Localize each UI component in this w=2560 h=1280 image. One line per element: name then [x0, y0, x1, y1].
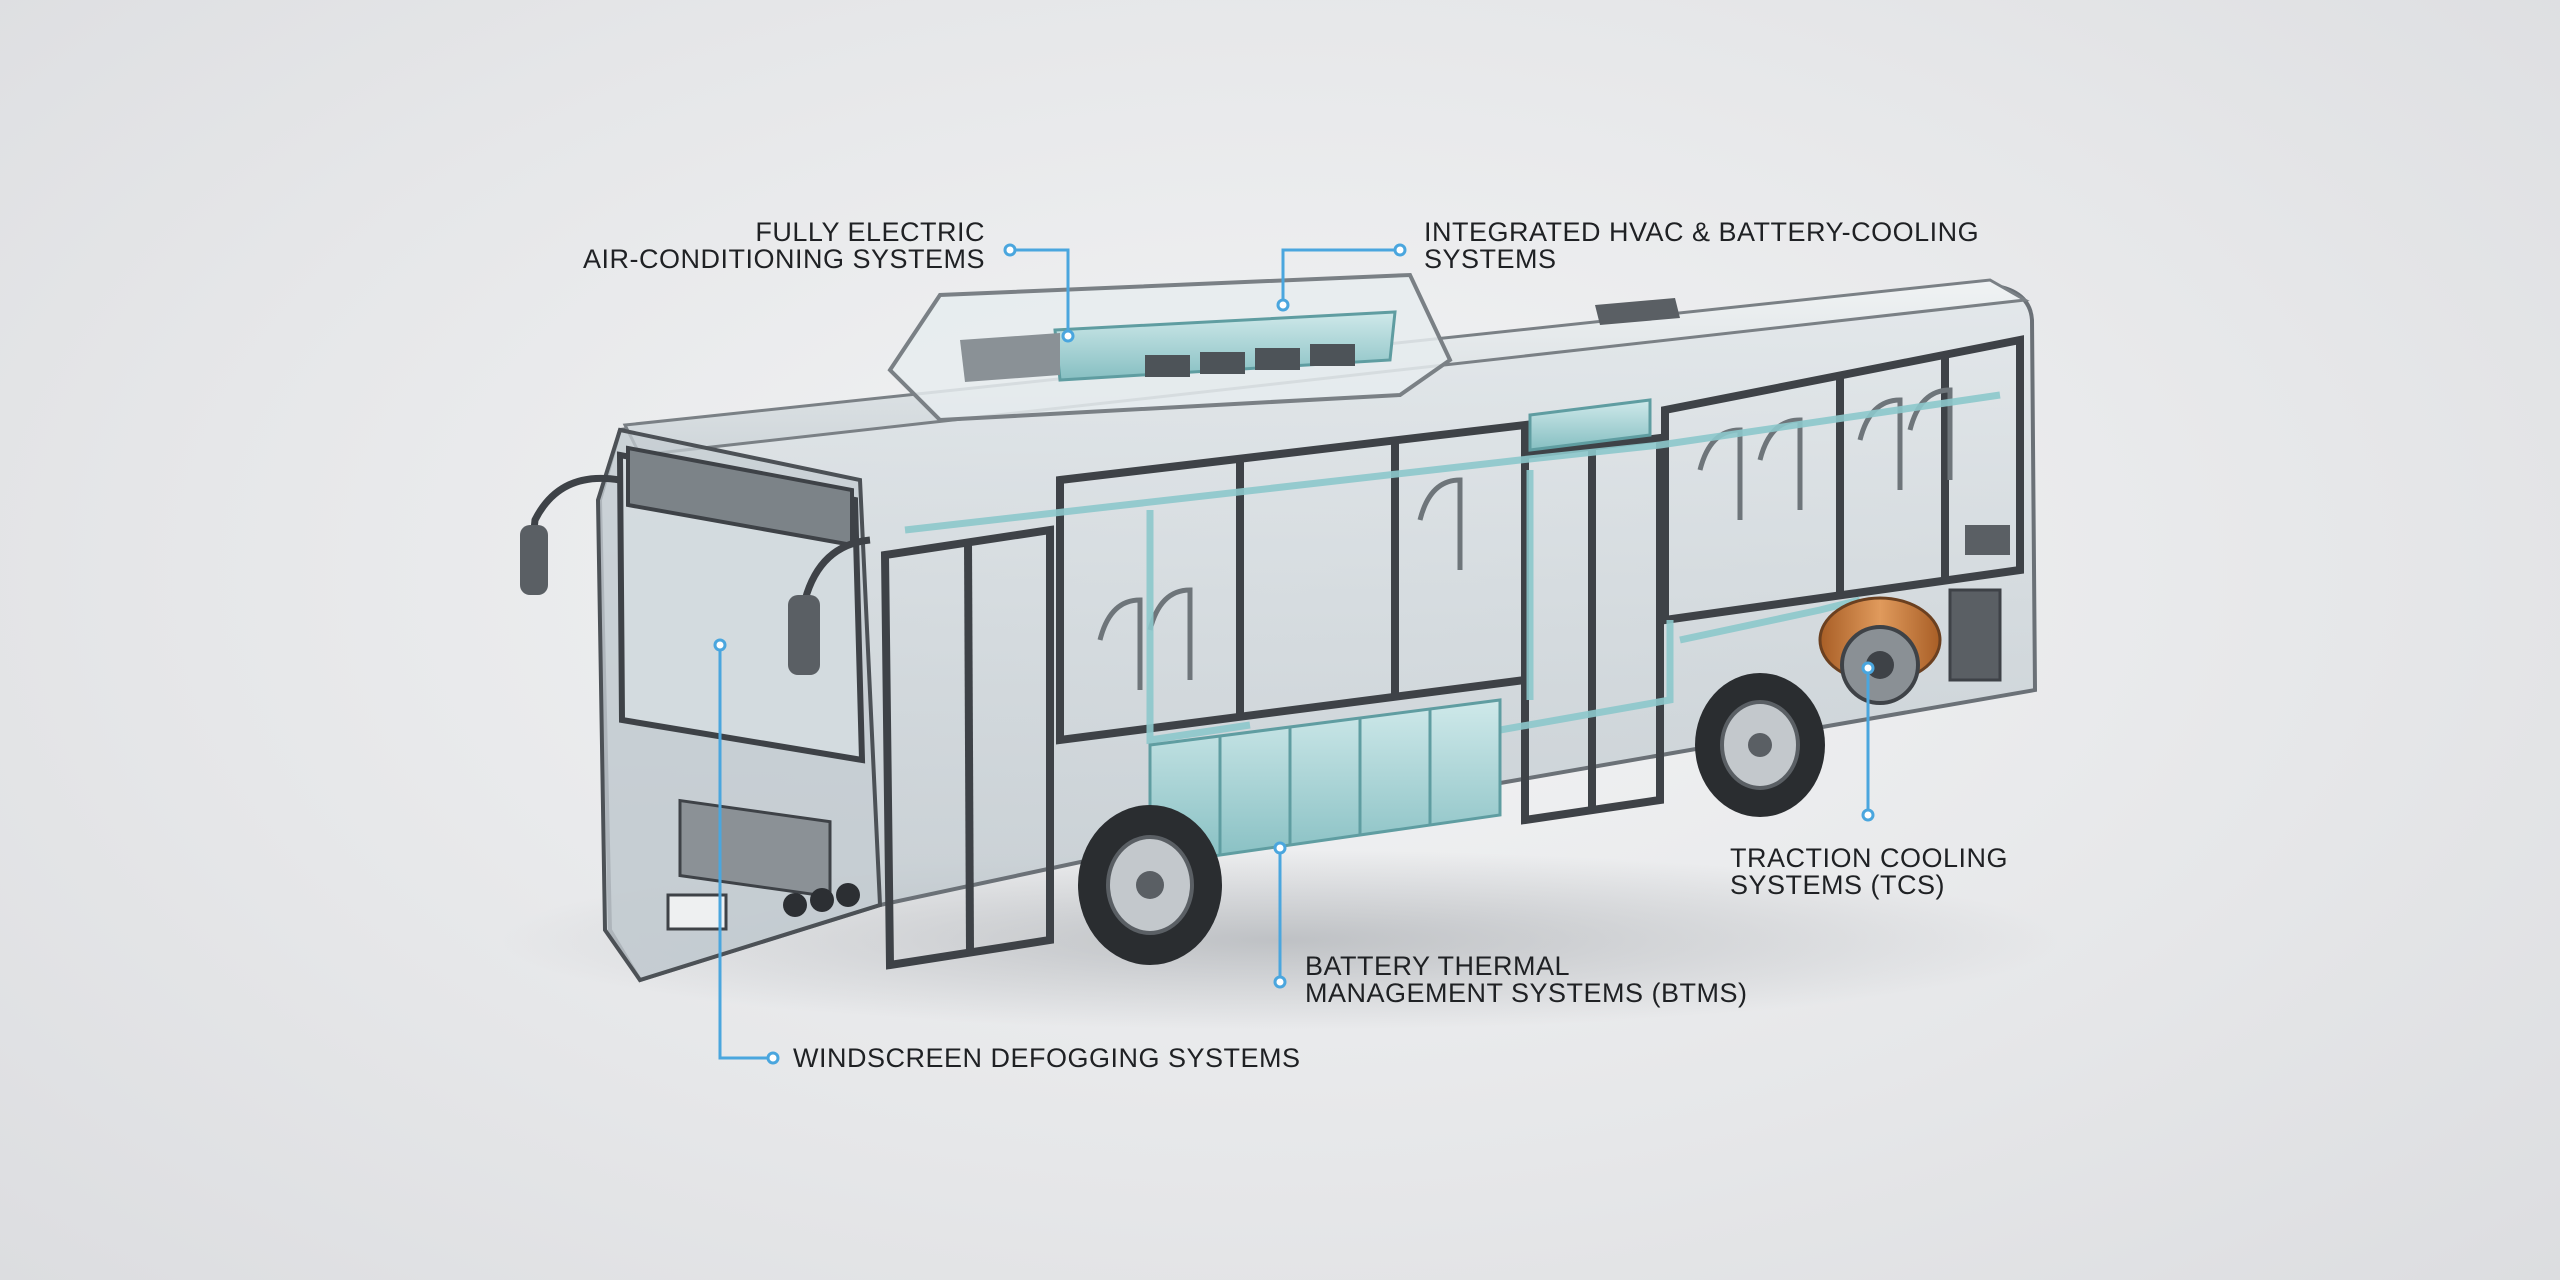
callout-line-integrated-hvac — [1281, 248, 1400, 305]
front-grille — [678, 798, 832, 899]
callout-dot — [766, 1051, 780, 1065]
rear-wheel — [1695, 673, 1825, 817]
callout-dot — [1393, 243, 1407, 257]
callout-lines — [718, 248, 1870, 1060]
label-windscreen-defogging: WINDSCREEN DEFOGGING SYSTEMS — [793, 1045, 1301, 1072]
rear-vent — [1948, 588, 2002, 682]
label-line: AIR-CONDITIONING SYSTEMS — [582, 244, 985, 274]
label-line: TRACTION COOLING — [1730, 843, 2009, 873]
label-line: WINDSCREEN DEFOGGING SYSTEMS — [793, 1043, 1301, 1073]
label-line: SYSTEMS (TCS) — [1730, 870, 1946, 900]
label-integrated-hvac: INTEGRATED HVAC & BATTERY-COOLING SYSTEM… — [1424, 219, 1979, 273]
callout-line-fully-electric-ac — [1010, 248, 1070, 336]
front-door — [880, 525, 1054, 970]
label-traction-cooling: TRACTION COOLING SYSTEMS (TCS) — [1730, 845, 2008, 899]
callout-dot — [1061, 329, 1075, 343]
callout-dots — [713, 243, 1875, 1065]
roof-hatch — [1595, 298, 1680, 325]
side-vent — [1965, 525, 2010, 555]
roof-battery-cooler — [1528, 398, 1652, 452]
callout-dot — [1003, 243, 1017, 257]
label-line: FULLY ELECTRIC — [755, 217, 985, 247]
middle-door — [1521, 433, 1664, 825]
front-wheel — [1078, 805, 1222, 965]
left-mirror-head — [520, 525, 548, 595]
right-mirror-head — [788, 595, 820, 675]
label-line: MANAGEMENT SYSTEMS (BTMS) — [1305, 978, 1748, 1008]
headlight — [836, 883, 860, 907]
callout-dot — [1276, 298, 1290, 312]
callout-dot — [1273, 975, 1287, 989]
label-line: INTEGRATED HVAC & BATTERY-COOLING — [1424, 217, 1980, 247]
callout-dot — [713, 638, 727, 652]
callout-dot — [1861, 661, 1875, 675]
label-btms: BATTERY THERMAL MANAGEMENT SYSTEMS (BTMS… — [1305, 953, 1748, 1007]
roof-ac-unit — [887, 272, 1453, 423]
callout-dot — [1861, 808, 1875, 822]
traction-motor — [1818, 596, 1942, 705]
left-mirror — [524, 474, 621, 591]
callout-dot — [1273, 841, 1287, 855]
number-plate — [666, 893, 728, 931]
label-line: BATTERY THERMAL — [1305, 951, 1571, 981]
label-line: SYSTEMS — [1424, 244, 1557, 274]
headlight — [810, 888, 834, 912]
headlight — [783, 893, 807, 917]
callout-line-windscreen — [718, 645, 773, 1060]
label-fully-electric-ac: FULLY ELECTRIC AIR-CONDITIONING SYSTEMS — [560, 219, 985, 273]
right-mirror — [801, 536, 871, 601]
